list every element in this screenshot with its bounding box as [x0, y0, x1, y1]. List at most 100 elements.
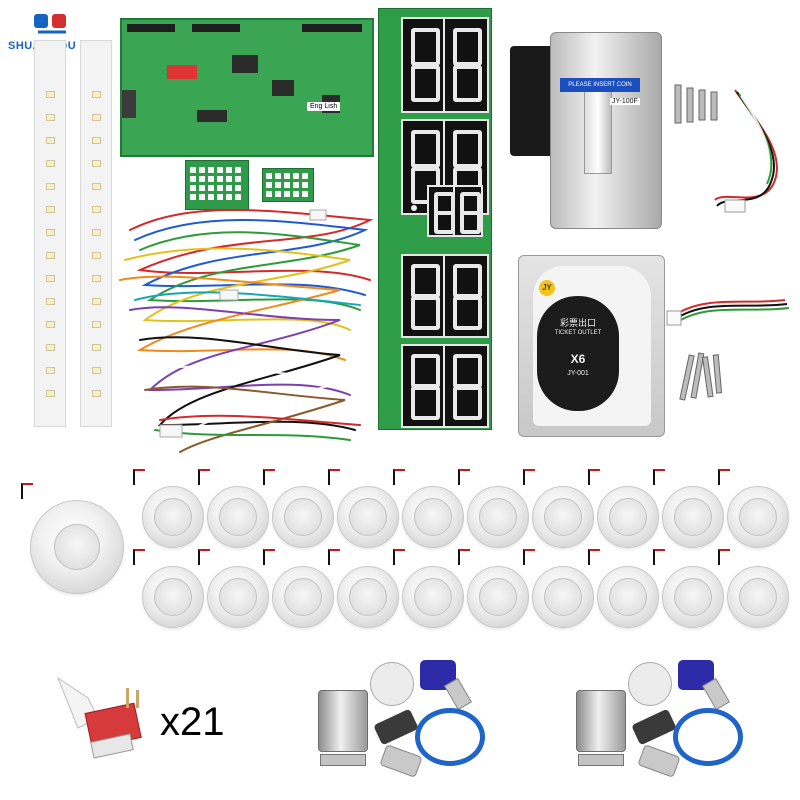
arcade-push-button — [523, 469, 594, 548]
button-cap — [609, 498, 647, 536]
led-cell — [208, 194, 214, 200]
score-display-board — [378, 8, 492, 430]
button-cap — [219, 498, 257, 536]
button-wire — [263, 469, 275, 485]
led-chip — [46, 91, 55, 98]
led-chip — [46, 367, 55, 374]
board-connector — [192, 24, 240, 32]
key-blade — [702, 677, 730, 711]
lock-washer — [370, 662, 414, 706]
segment-upper — [411, 130, 441, 168]
button-cap — [284, 498, 322, 536]
led-chip — [92, 183, 101, 190]
led-chip — [46, 344, 55, 351]
arcade-push-button — [198, 469, 269, 548]
segment-upper — [453, 130, 483, 168]
button-wire — [133, 469, 145, 485]
led-cell — [208, 176, 214, 182]
lock-cam-spare — [637, 744, 681, 778]
button-cap — [349, 578, 387, 616]
led-chip — [46, 206, 55, 213]
segment-lower — [453, 386, 483, 420]
led-chip — [92, 160, 101, 167]
button-cap — [414, 578, 452, 616]
led-cell — [208, 167, 214, 173]
led-chip — [92, 367, 101, 374]
led-cell — [208, 185, 214, 191]
button-wire — [458, 549, 470, 565]
led-chip — [92, 390, 101, 397]
arcade-push-button — [393, 469, 464, 548]
led-cell — [217, 194, 223, 200]
arcade-push-button — [133, 549, 204, 628]
button-wire — [718, 549, 730, 565]
arcade-push-button — [653, 549, 724, 628]
led-chip — [46, 114, 55, 121]
led-cell — [302, 191, 308, 197]
led-cell — [226, 185, 232, 191]
board-connector — [302, 24, 362, 32]
seven-segment-digit — [453, 185, 483, 237]
button-wire — [198, 549, 210, 565]
board-connector — [127, 24, 175, 32]
button-wire — [653, 549, 665, 565]
ticket-model-label: JY-001 — [567, 370, 589, 377]
led-chip — [46, 321, 55, 328]
button-cap — [479, 498, 517, 536]
button-cap — [609, 578, 647, 616]
led-chip — [92, 206, 101, 213]
button-wire — [198, 469, 210, 485]
lock-nut — [578, 754, 624, 766]
arcade-push-button — [718, 469, 789, 548]
button-wire — [393, 469, 405, 485]
button-wire — [328, 469, 340, 485]
arcade-push-button — [328, 549, 399, 628]
key-ring — [673, 708, 743, 766]
segment-upper — [453, 28, 483, 66]
led-chip — [46, 183, 55, 190]
led-chip — [46, 137, 55, 144]
button-wire — [21, 483, 33, 499]
led-cell — [235, 194, 241, 200]
led-cell — [266, 191, 272, 197]
arcade-push-button — [263, 549, 334, 628]
small-led-board-2 — [262, 168, 314, 202]
segment-lower — [411, 65, 441, 103]
segment-upper — [411, 28, 441, 66]
board-chip — [272, 80, 294, 96]
led-cell — [302, 173, 308, 179]
ticket-series-label: X6 — [570, 352, 586, 366]
led-strip-right — [80, 40, 112, 427]
coin-acceptor: PLEASE INSERT COIN JY-100F — [510, 18, 662, 229]
led-chip — [92, 275, 101, 282]
segment-lower — [411, 386, 441, 420]
button-cap — [544, 498, 582, 536]
arcade-push-button — [588, 469, 659, 548]
button-wire — [523, 549, 535, 565]
button-cap — [219, 578, 257, 616]
led-cell — [275, 191, 281, 197]
led-chip — [92, 91, 101, 98]
micro-switch-icon — [56, 676, 142, 759]
led-cell — [226, 167, 232, 173]
arcade-push-button — [328, 469, 399, 548]
arcade-push-button — [21, 483, 124, 594]
segment-upper — [411, 264, 441, 298]
led-chip — [46, 160, 55, 167]
button-cap — [739, 578, 777, 616]
db-connector — [122, 90, 136, 118]
arcade-push-button — [133, 469, 204, 548]
small-led-board-1 — [185, 160, 249, 210]
board-label: Eng Lish — [307, 102, 341, 111]
seven-segment-digit — [401, 17, 447, 113]
led-chip — [92, 137, 101, 144]
segment-lower — [460, 211, 482, 235]
coin-insert-text: PLEASE INSERT COIN — [568, 82, 632, 88]
key-blade — [444, 677, 472, 711]
arcade-push-button — [718, 549, 789, 628]
ticket-cn-label: 彩票出口 — [559, 318, 596, 328]
button-wire — [133, 549, 145, 565]
led-cell — [266, 173, 272, 179]
cam-lock-set-2 — [568, 650, 798, 780]
led-chip — [92, 114, 101, 121]
